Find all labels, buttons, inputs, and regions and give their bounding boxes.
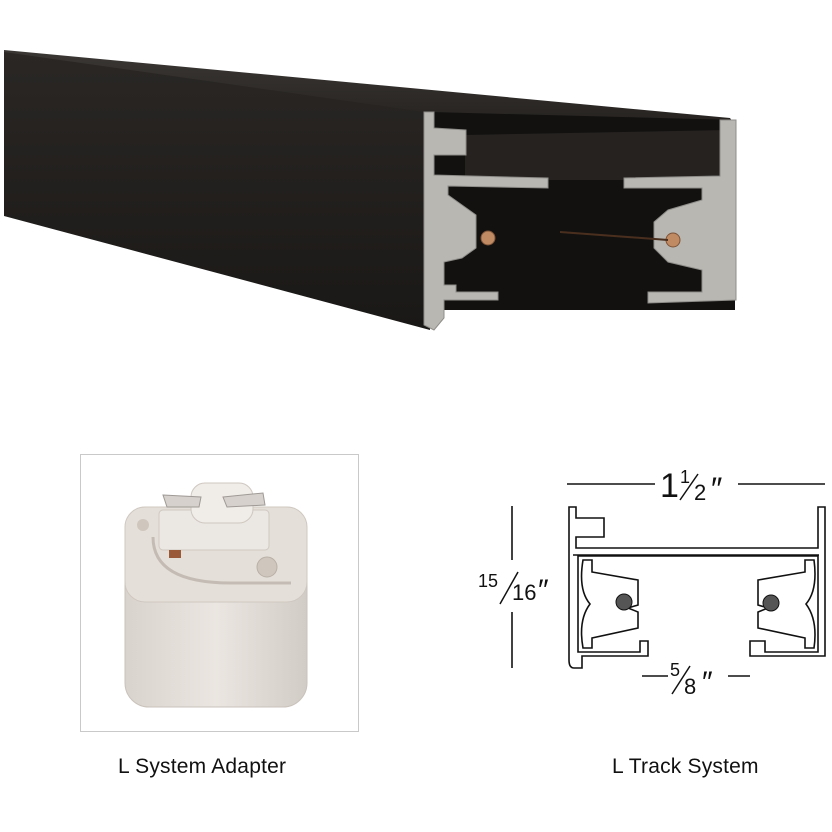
slot-label-den: 8 [684,674,696,699]
track-dimension-diagram: 1 1 2 ″ 15 16 ″ 5 8 ″ [470,460,832,700]
track-profile-drawing: 1 1 2 ″ 15 16 ″ 5 8 ″ [478,467,826,699]
height-label-den: 16 [512,580,536,605]
height-label-num: 15 [478,571,498,591]
width-label-unit: ″ [711,471,722,507]
width-label-den: 2 [694,480,706,505]
track-caption: L Track System [612,755,759,778]
height-label-unit: ″ [538,574,549,607]
track-rail-photo [4,50,737,331]
adapter-caption: L System Adapter [118,755,287,778]
width-label-num: 1 [680,467,690,487]
adapter-photo [124,482,308,708]
slot-label-unit: ″ [702,666,713,699]
adapter-photo-frame [80,454,359,732]
slot-label-num: 5 [670,660,680,680]
width-label-whole: 1 [660,467,679,505]
